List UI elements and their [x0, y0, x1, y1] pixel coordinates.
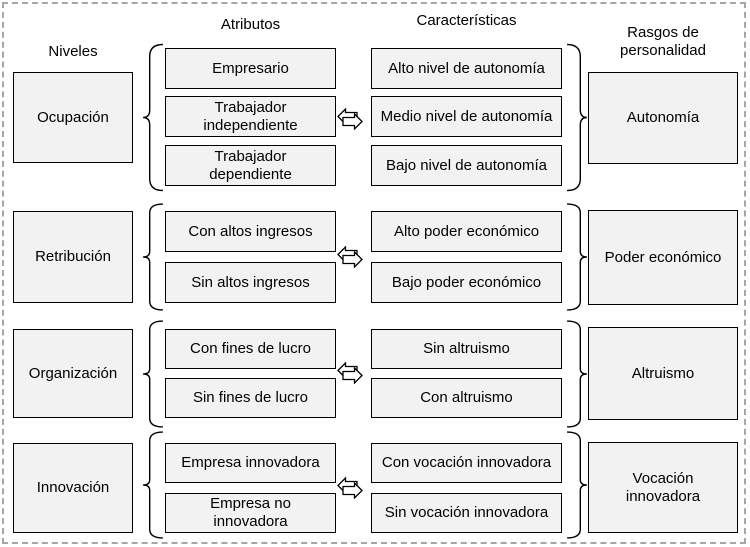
nivel-box: Innovación — [13, 443, 133, 533]
left-brace — [142, 43, 164, 192]
caracteristica-box: Con vocación innovadora — [371, 443, 562, 483]
caracteristica-box: Bajo nivel de autonomía — [371, 145, 562, 186]
atributo-box: Sin altos ingresos — [165, 262, 336, 303]
exchange-arrow-icon — [337, 477, 363, 499]
right-brace — [566, 203, 588, 311]
column-header-atributos: Atributos — [220, 16, 281, 33]
exchange-arrow-icon — [337, 246, 363, 268]
atributo-box: Trabajador independiente — [165, 96, 336, 137]
exchange-arrow-icon — [337, 108, 363, 130]
left-brace — [142, 431, 164, 539]
column-header-niveles: Niveles — [48, 43, 98, 60]
atributo-box: Empresario — [165, 48, 336, 89]
atributo-box: Empresa no innovadora — [165, 493, 336, 533]
caracteristica-box: Sin altruismo — [371, 329, 562, 369]
caracteristica-box: Alto nivel de autonomía — [371, 48, 562, 89]
column-header-caracteristicas: Características — [416, 12, 517, 29]
nivel-box: Retribución — [13, 211, 133, 303]
column-header-rasgos: Rasgos de personalidad — [620, 24, 706, 59]
nivel-box: Ocupación — [13, 72, 133, 163]
caracteristica-box: Medio nivel de autonomía — [371, 96, 562, 137]
nivel-box: Organización — [13, 329, 133, 418]
rasgo-box: Vocación innovadora — [588, 442, 738, 533]
caracteristica-box: Bajo poder económico — [371, 262, 562, 303]
atributo-box: Trabajador dependiente — [165, 145, 336, 186]
caracteristica-box: Sin vocación innovadora — [371, 493, 562, 533]
atributo-box: Con fines de lucro — [165, 329, 336, 369]
rasgo-box: Poder económico — [588, 210, 738, 305]
atributo-box: Con altos ingresos — [165, 211, 336, 252]
right-brace — [566, 431, 588, 539]
atributo-box: Empresa innovadora — [165, 443, 336, 483]
left-brace — [142, 203, 164, 311]
rasgo-box: Altruismo — [588, 327, 738, 420]
caracteristica-box: Alto poder económico — [371, 211, 562, 252]
right-brace — [566, 43, 588, 192]
rasgo-box: Autonomía — [588, 72, 738, 164]
exchange-arrow-icon — [337, 362, 363, 384]
atributo-box: Sin fines de lucro — [165, 378, 336, 418]
caracteristica-box: Con altruismo — [371, 378, 562, 418]
right-brace — [566, 320, 588, 428]
left-brace — [142, 320, 164, 428]
